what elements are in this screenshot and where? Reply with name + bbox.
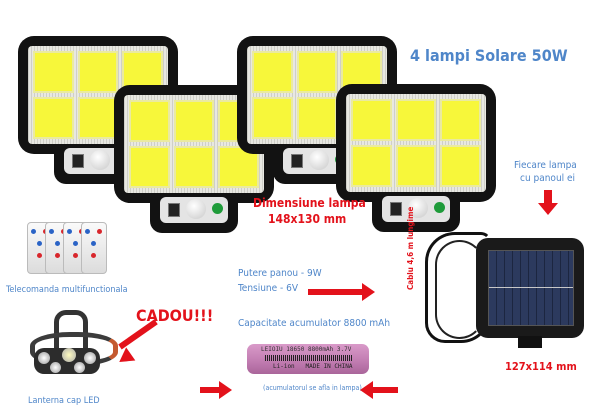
gift-label: CADOU!!! — [136, 306, 214, 325]
headlamp-label: Lanterna cap LED — [28, 396, 100, 406]
battery-text-line1: LEIOIU 18650 8800mAh 3.7V — [261, 346, 352, 353]
battery-image: LEIOIU 18650 8800mAh 3.7V Li-ion MADE IN… — [247, 344, 369, 374]
battery-note: (acumulatorul se afla in lampa) — [263, 384, 362, 392]
cable-length-label: Cablu 4,6 m lungime — [406, 206, 415, 290]
panel-note-line1: Fiecare lampa — [514, 160, 577, 171]
product-title: 4 lampi Solare 50W — [410, 46, 568, 65]
battery-barcode — [265, 355, 353, 361]
remote-label: Telecomanda multifunctionala — [6, 285, 128, 295]
solar-cable-image — [425, 232, 491, 343]
solar-panel-image — [476, 238, 584, 348]
battery-text-line2: Li-ion MADE IN CHINA — [273, 363, 353, 370]
battery-capacity: Capacitate acumulator 8800 mAh — [238, 318, 391, 329]
down-arrow-icon — [544, 190, 552, 204]
panel-note-line2: cu panoul ei — [520, 173, 576, 184]
remote-controls-image — [27, 222, 107, 278]
voltage: Tensiune - 6V — [238, 283, 298, 294]
lamp-dimension-value: 148x130 mm — [268, 212, 347, 226]
right-arrow-icon — [308, 283, 375, 301]
panel-power: Putere panou - 9W — [238, 268, 322, 279]
right-arrow-icon — [200, 381, 232, 399]
solar-panel-dimension: 127x114 mm — [505, 360, 577, 373]
solar-cable-image-2 — [435, 240, 484, 339]
lamp-dimension-label: Dimensiune lampa — [253, 196, 366, 210]
down-arrow-head-icon — [538, 203, 558, 215]
headlamp-image — [24, 310, 118, 380]
left-arrow-icon — [360, 381, 398, 399]
